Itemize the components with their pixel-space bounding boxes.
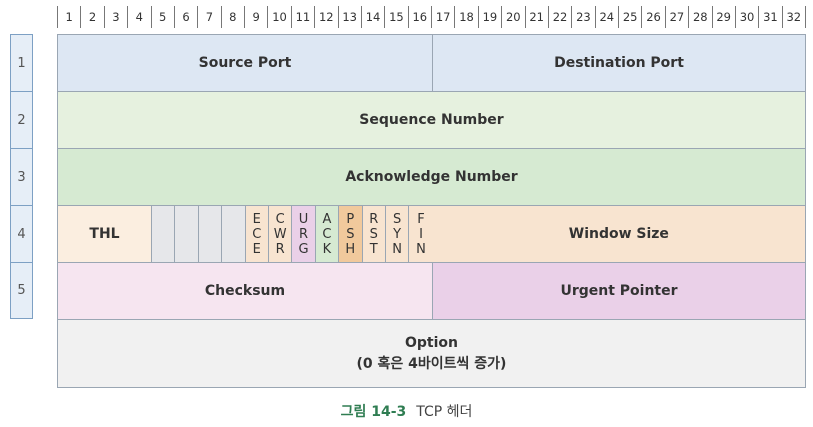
- reserved-bit: [222, 206, 246, 262]
- flag-letter: S: [369, 226, 378, 242]
- flag-letter: U: [298, 211, 309, 227]
- reserved-bit: [152, 206, 176, 262]
- bit-label: 6: [175, 6, 199, 28]
- flag-letter: E: [252, 241, 261, 257]
- bit-label: 18: [455, 6, 479, 28]
- bit-label: 19: [479, 6, 503, 28]
- figure-title: TCP 헤더: [416, 404, 473, 420]
- bit-label: 31: [759, 6, 783, 28]
- bit-label: 20: [502, 6, 526, 28]
- bit-label: 27: [666, 6, 690, 28]
- thl-field: THL: [58, 206, 152, 262]
- row-option: Option (0 혹은 4바이트씩 증가): [58, 320, 805, 387]
- destination-port-field: Destination Port: [433, 35, 805, 91]
- bit-label: 13: [339, 6, 362, 28]
- bit-label: 25: [619, 6, 643, 28]
- reserved-bit: [198, 206, 223, 262]
- reserved-bit: [175, 206, 199, 262]
- bit-label: 32: [783, 6, 806, 28]
- flag-letter: R: [369, 211, 379, 227]
- flag-letter: C: [252, 226, 262, 242]
- row-number: 5: [10, 262, 33, 319]
- row-sequence: Sequence Number: [58, 92, 805, 149]
- acknowledge-number-field: Acknowledge Number: [58, 149, 805, 205]
- bit-label: 21: [526, 6, 549, 28]
- row-number: 1: [10, 34, 33, 91]
- bit-label: 11: [292, 6, 316, 28]
- source-port-field: Source Port: [58, 35, 433, 91]
- option-label: Option: [405, 334, 458, 351]
- bit-label: 10: [268, 6, 292, 28]
- flag-letter: I: [419, 226, 423, 242]
- flag-letter: P: [346, 211, 355, 227]
- flag-letter: C: [322, 226, 332, 242]
- flag-letter: C: [275, 211, 285, 227]
- row-number: 2: [10, 91, 33, 148]
- bit-label: 23: [572, 6, 596, 28]
- bit-label: 9: [245, 6, 269, 28]
- flag-letter: S: [346, 226, 355, 242]
- flag-letter: Y: [393, 226, 402, 242]
- flag-letter: S: [392, 211, 402, 227]
- bit-label: 14: [362, 6, 386, 28]
- flag-letter: G: [298, 241, 309, 257]
- sequence-number-field: Sequence Number: [58, 92, 805, 148]
- bit-label: 12: [315, 6, 339, 28]
- bit-label: 7: [198, 6, 222, 28]
- flag-letter: N: [392, 241, 402, 257]
- row-ports: Source Port Destination Port: [58, 35, 805, 92]
- bit-label: 2: [81, 6, 105, 28]
- flag-letter: R: [275, 241, 285, 257]
- figure-number: 그림 14-3: [340, 404, 407, 420]
- flag-letter: T: [369, 241, 378, 257]
- flag-letter: N: [416, 241, 426, 257]
- option-field: Option (0 혹은 4바이트씩 증가): [58, 320, 805, 387]
- bit-label: 5: [152, 6, 175, 28]
- checksum-field: Checksum: [58, 263, 433, 319]
- row-checksum: Checksum Urgent Pointer: [58, 263, 805, 320]
- urgent-pointer-field: Urgent Pointer: [433, 263, 805, 319]
- flag-letter: H: [345, 241, 356, 257]
- bit-label: 29: [713, 6, 736, 28]
- flag-letter: E: [252, 211, 261, 227]
- row-acknowledge: Acknowledge Number: [58, 149, 805, 206]
- bit-label: 16: [409, 6, 432, 28]
- flag-letter: A: [322, 211, 332, 227]
- bit-label: 28: [689, 6, 713, 28]
- row-number: 4: [10, 205, 33, 262]
- bit-label: 8: [222, 6, 245, 28]
- figure-caption: 그림 14-3 TCP 헤더: [0, 401, 813, 421]
- bit-label: 4: [128, 6, 152, 28]
- bit-label: 17: [432, 6, 456, 28]
- flag-letter: W: [273, 226, 287, 242]
- bit-label: 3: [105, 6, 129, 28]
- row-number: 3: [10, 148, 33, 205]
- flag-letter: R: [299, 226, 309, 242]
- tcp-header-table: Source Port Destination Port Sequence Nu…: [57, 34, 806, 388]
- option-note: (0 혹은 4바이트씩 증가): [356, 355, 507, 372]
- bit-label: 26: [642, 6, 666, 28]
- flag-letter: F: [417, 211, 425, 227]
- bit-label: 30: [736, 6, 760, 28]
- flag-letter: K: [322, 241, 332, 257]
- window-size-field: Window Size: [432, 206, 805, 262]
- bit-label: 22: [549, 6, 573, 28]
- bit-label: 15: [385, 6, 409, 28]
- bit-label: 24: [596, 6, 619, 28]
- bit-label: 1: [57, 6, 82, 28]
